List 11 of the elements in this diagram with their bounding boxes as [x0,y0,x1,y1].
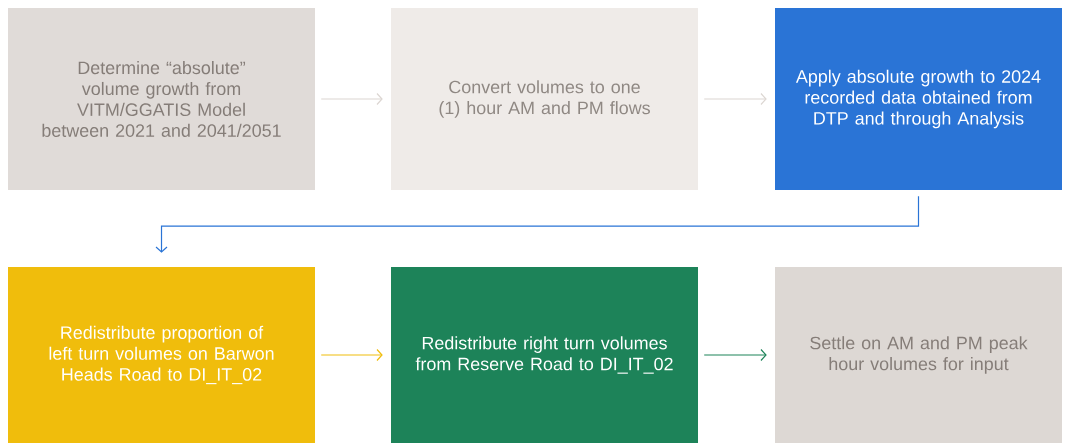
arrow [703,348,767,362]
arrow [703,92,767,106]
process-box: Apply absolute growth to 2024 recorded data obtained from DTP and through Analysis [775,8,1062,190]
process-box: Convert volumes to one (1) hour AM and PM flows [391,8,698,190]
process-box: Redistribute proportion of left turn volumes on Barwon Heads Road to DI_IT_02 [8,267,315,443]
process-box: Determine “absolute” volume growth from VITM/GGATIS Model between 2021 and 2041/2051 [8,8,315,190]
arrow [155,195,920,253]
arrow [320,348,383,362]
process-box: Settle on AM and PM peak hour volumes for input [775,267,1062,443]
process-box: Redistribute right turn volumes from Reserve Road to DI_IT_02 [391,267,698,443]
arrow [320,92,383,106]
